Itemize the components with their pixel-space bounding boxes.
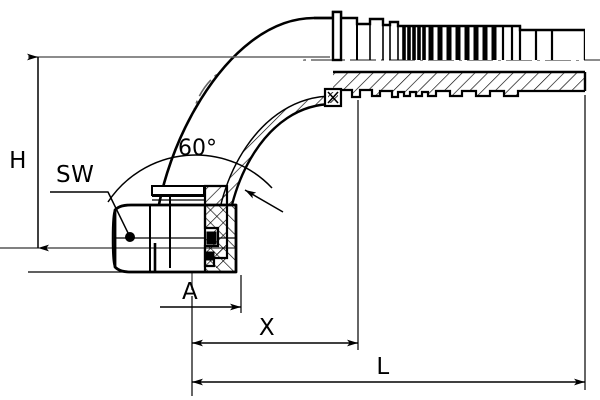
fitting-body <box>0 10 587 274</box>
x-label: X <box>259 315 275 341</box>
l-label: L <box>376 354 389 380</box>
seat-nub <box>204 251 215 261</box>
dimension-a: A <box>160 275 242 313</box>
flange-collar <box>331 10 343 62</box>
dimension-l: L <box>192 95 586 390</box>
sw-leader-dot <box>125 232 135 242</box>
lower-body-hatching <box>333 72 585 97</box>
angle-annotation-60: 60° <box>107 136 284 213</box>
nipple-upper-profile <box>314 10 402 62</box>
h-label: H <box>9 148 27 174</box>
sw-leader-line <box>50 191 131 238</box>
dimension-h: H <box>9 53 330 273</box>
stem-wall-left-hatch <box>155 243 170 268</box>
angle-arrow-leader <box>244 189 284 213</box>
serration-teeth <box>402 26 554 60</box>
sw-callout: SW <box>50 162 135 242</box>
angle-label-60: 60° <box>178 136 217 161</box>
surface-finish-symbol <box>323 87 343 108</box>
angle-arc <box>107 154 273 203</box>
lower-body-section <box>333 70 587 99</box>
nut-left-cap <box>111 209 116 268</box>
sw-label: SW <box>56 162 94 188</box>
a-label: A <box>182 279 198 305</box>
barb-top-edge <box>402 24 585 32</box>
barb-serrations-upper <box>402 24 585 60</box>
nut-collar-upper <box>151 185 205 196</box>
elbow-lower-stem <box>153 184 229 272</box>
